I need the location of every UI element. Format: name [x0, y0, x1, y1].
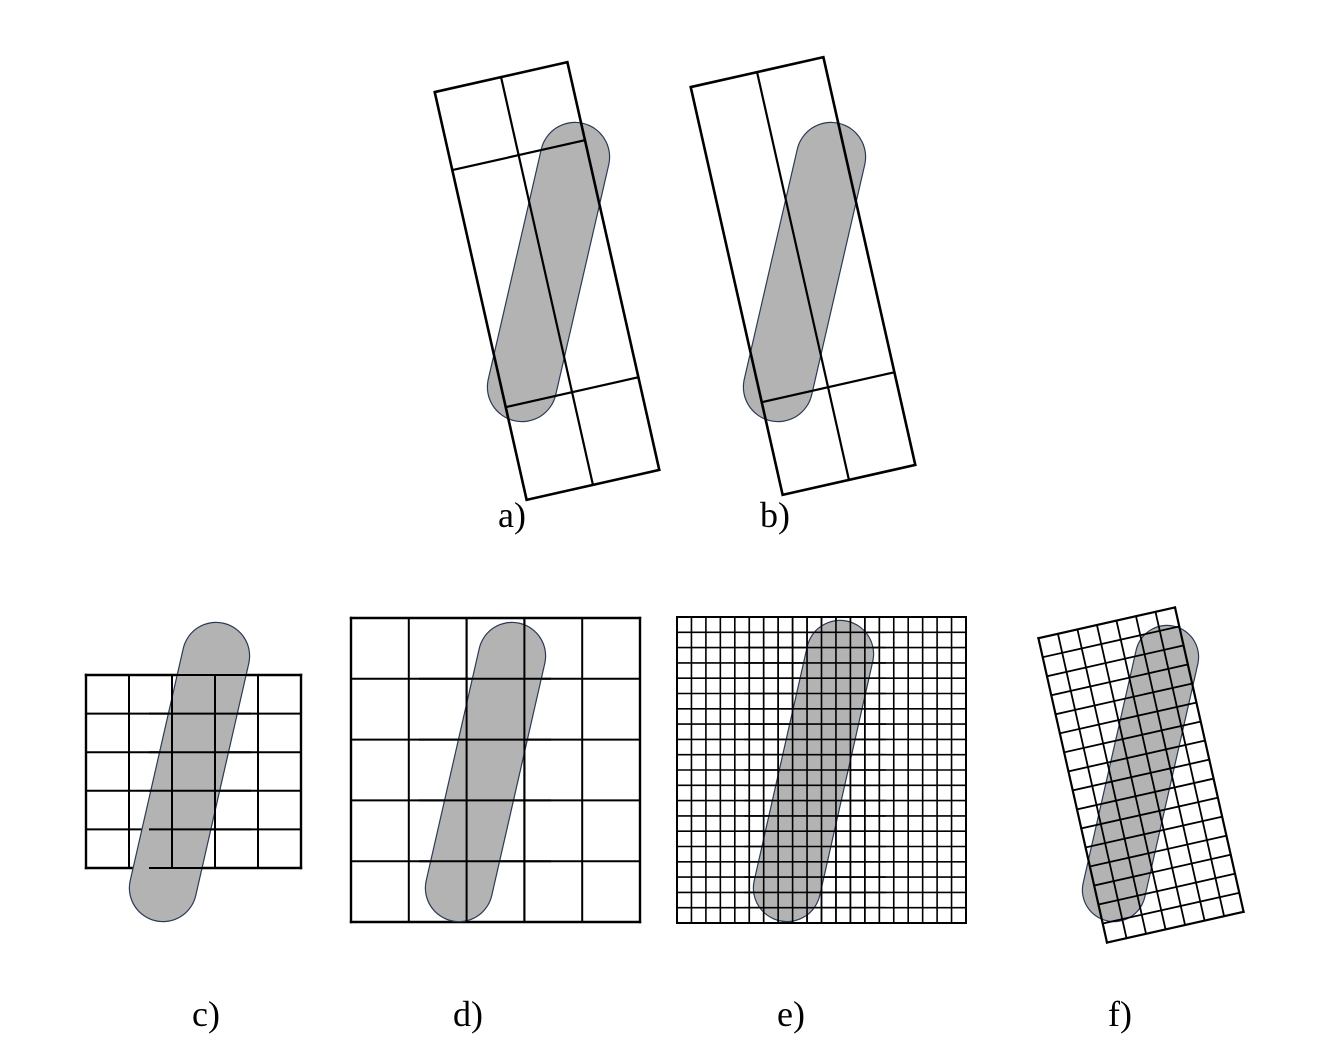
capsule-c	[130, 623, 249, 921]
panel-label-f: f)	[1108, 994, 1132, 1034]
grid-d-overlay	[419, 617, 551, 923]
capsule-f	[1083, 626, 1198, 921]
grid-f-cross-11	[1084, 815, 1224, 849]
grid-f-cross-1	[1041, 625, 1181, 659]
grid-f-cross-12	[1088, 834, 1228, 868]
panel-label-b: b)	[760, 495, 790, 535]
grid-f-cross-3	[1050, 663, 1189, 697]
cross-line-a-1	[450, 138, 587, 172]
grid-f-cross-0	[1037, 606, 1177, 640]
grid-f-cross-16	[1105, 910, 1245, 944]
cross-line-a-2	[504, 375, 640, 409]
panel-label-d: d)	[453, 994, 483, 1034]
grid-f-cross-14	[1097, 872, 1237, 906]
grid-f-cross-5	[1058, 701, 1198, 735]
grid-f-cross-9	[1075, 777, 1215, 811]
capsule-e	[754, 621, 873, 921]
grid-f-cross-2	[1045, 644, 1185, 678]
axis-line-a	[499, 75, 595, 487]
panel-b	[689, 55, 917, 497]
axis-line-b	[755, 70, 851, 482]
grid-f-cross-15	[1101, 891, 1241, 925]
panel-d	[349, 616, 642, 924]
panel-label-c: c)	[192, 994, 220, 1034]
grid-f-cross-6	[1063, 720, 1202, 754]
grid-f-cross-10	[1080, 796, 1219, 830]
frame-b	[689, 55, 917, 497]
grid-f-cross-8	[1071, 758, 1211, 792]
frame-a	[433, 60, 661, 502]
panel-label-e: e)	[777, 994, 805, 1034]
grid-f-cross-7	[1067, 739, 1207, 773]
capsule-d	[426, 623, 545, 921]
panel-a	[433, 60, 661, 502]
panel-c	[84, 621, 303, 923]
grid-f-cross-4	[1054, 682, 1194, 716]
panel-e	[676, 616, 967, 924]
capsule-b	[744, 123, 865, 421]
capsule-a	[488, 123, 609, 421]
grid-e-overlay	[744, 616, 886, 924]
cross-line-b-1	[760, 370, 896, 404]
grid-f-cross-13	[1093, 853, 1232, 887]
panel-f	[1037, 606, 1245, 944]
grid-c-overlay	[149, 674, 251, 869]
panel-label-a: a)	[498, 495, 526, 535]
